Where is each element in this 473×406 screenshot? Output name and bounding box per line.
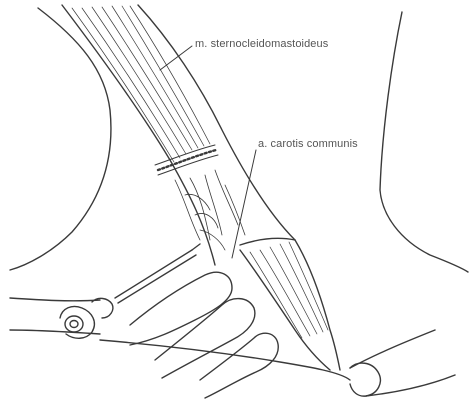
right-neck-contour bbox=[380, 12, 468, 272]
sternocleidomastoideus-label: m. sternocleidomastoideus bbox=[195, 38, 328, 50]
left-neck-contour bbox=[10, 8, 111, 270]
pointer-line-scm bbox=[160, 46, 192, 70]
hand bbox=[10, 272, 455, 398]
carotis-communis-label: a. carotis communis bbox=[258, 138, 358, 150]
carotid-artery bbox=[240, 238, 340, 370]
connective-tissue bbox=[175, 170, 245, 250]
